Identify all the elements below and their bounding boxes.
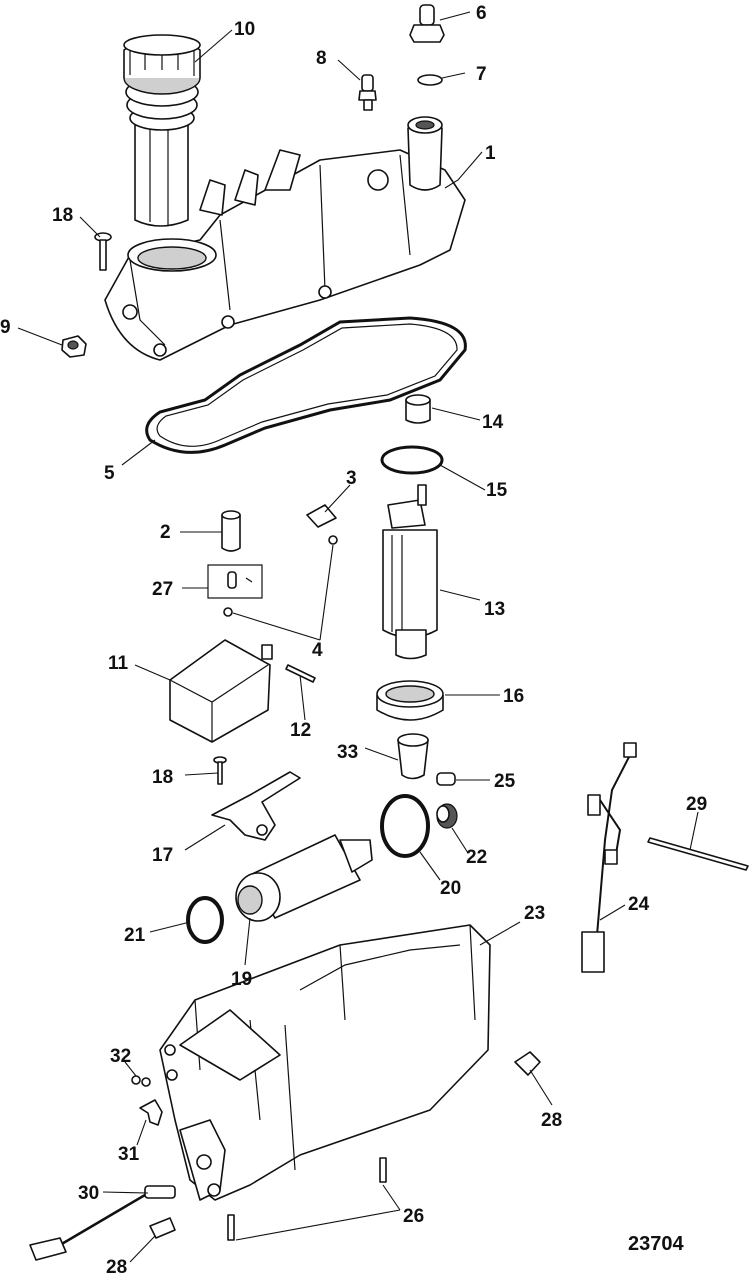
document-number: 23704: [628, 1233, 684, 1255]
callout-18-top: 18: [52, 205, 73, 226]
callout-29: 29: [686, 794, 707, 815]
callout-31: 31: [118, 1144, 140, 1165]
part-24-wiring-harness: [581, 742, 637, 973]
part-20-seal: [380, 794, 430, 858]
part-15-seal: [380, 445, 444, 475]
part-27-connector: [207, 564, 263, 599]
callout-8: 8: [316, 48, 327, 69]
part-13-fuel-pump: [382, 484, 438, 660]
part-19-lift-pump: [235, 834, 373, 922]
callout-25: 25: [494, 771, 516, 792]
callout-10: 10: [234, 19, 255, 40]
part-30-sensor: [29, 1185, 176, 1261]
callout-14: 14: [482, 412, 504, 433]
callout-32: 32: [110, 1046, 131, 1067]
callout-28-lower: 28: [106, 1257, 127, 1278]
part-28-fitting-right: [514, 1051, 541, 1076]
part-3-bracket: [306, 504, 337, 528]
part-21-seal: [186, 896, 224, 944]
callout-12: 12: [290, 720, 311, 741]
part-25-fitting: [436, 772, 456, 786]
part-29-tie-strap: [647, 837, 749, 871]
callout-26: 26: [403, 1206, 424, 1227]
part-9-nut: [61, 335, 87, 358]
part-10-filter-element: [123, 34, 201, 227]
part-28-fitting-lower: [149, 1217, 176, 1239]
part-14-sleeve: [405, 394, 431, 424]
part-5-gasket: [145, 316, 467, 454]
part-22-fitting: [436, 803, 458, 829]
callout-28-right: 28: [541, 1110, 562, 1131]
part-2-sleeve: [221, 510, 241, 552]
part-31-elbow-fitting: [139, 1099, 163, 1126]
callout-3: 3: [346, 468, 357, 489]
part-12-pin: [285, 664, 316, 683]
callout-20: 20: [440, 878, 461, 899]
callout-4: 4: [312, 640, 323, 661]
part-33-pump-cup: [397, 733, 429, 780]
callout-23: 23: [524, 903, 545, 924]
part-6-fitting: [409, 4, 445, 43]
callout-21: 21: [124, 925, 146, 946]
leader-lines: [17, 11, 699, 1263]
part-18-screw-middle: [213, 756, 227, 785]
part-18-screw-top: [94, 232, 112, 271]
part-26-studs: [227, 1157, 387, 1241]
part-16-pump-housing-ring: [376, 680, 444, 721]
callout-labels: 10 6 8 7 1 18 9 14 5 15 3 2 27 13 4 11 1…: [0, 3, 707, 1278]
callout-7: 7: [476, 64, 487, 85]
callout-15: 15: [486, 480, 508, 501]
callout-18-middle: 18: [152, 767, 173, 788]
callout-6: 6: [476, 3, 487, 24]
callout-30: 30: [78, 1183, 99, 1204]
callout-16: 16: [503, 686, 524, 707]
part-7-washer: [417, 74, 443, 86]
part-32-clips: [131, 1075, 151, 1087]
callout-2: 2: [160, 522, 171, 543]
part-1-fuel-cover: [104, 116, 466, 361]
callout-27: 27: [152, 579, 173, 600]
callout-22: 22: [466, 847, 487, 868]
callout-9: 9: [0, 317, 11, 338]
part-17-bracket: [211, 771, 301, 841]
callout-11: 11: [108, 653, 129, 674]
callout-1: 1: [485, 143, 496, 164]
callout-19: 19: [231, 969, 252, 990]
callout-5: 5: [104, 463, 115, 484]
part-8-fitting: [358, 74, 377, 111]
callout-24: 24: [628, 894, 650, 915]
part-11-module: [169, 639, 273, 743]
callout-13: 13: [484, 599, 505, 620]
callout-17: 17: [152, 845, 173, 866]
callout-33: 33: [337, 742, 358, 763]
part-23-vapor-separator-tank: [159, 924, 491, 1201]
part-4-screws: [223, 535, 338, 617]
